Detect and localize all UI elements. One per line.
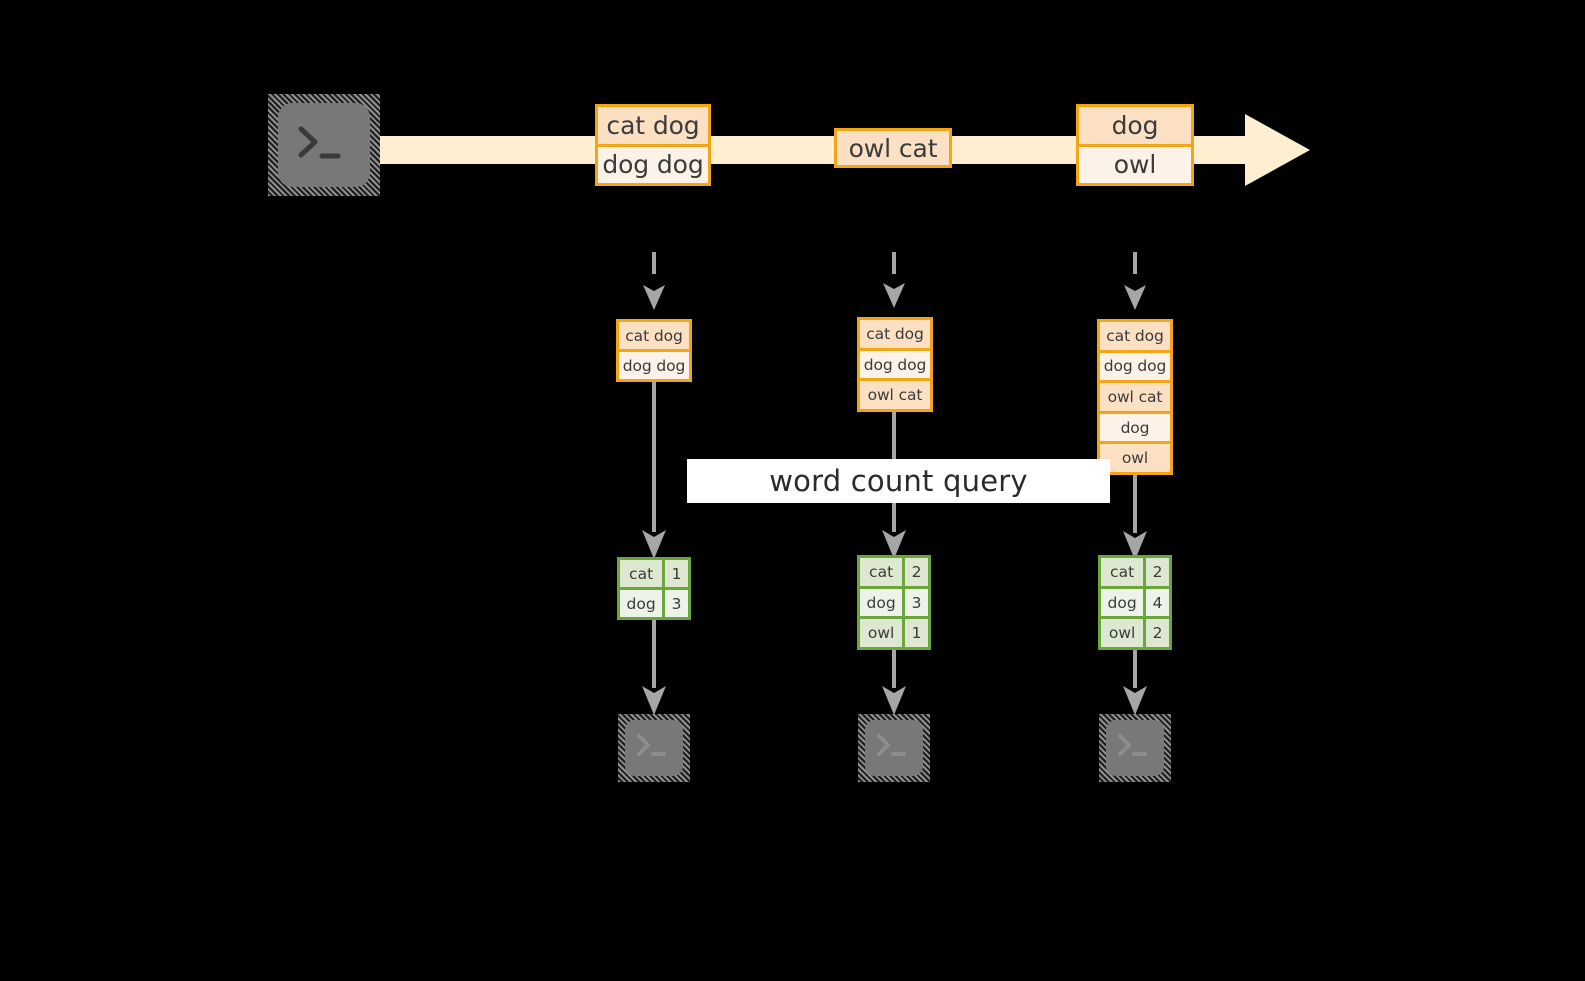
result-value: 3 xyxy=(902,588,928,617)
sink-arrow-1 xyxy=(642,620,666,715)
query-banner: word count query xyxy=(687,459,1110,503)
result-row: cat 2 xyxy=(860,558,928,586)
result-key: owl xyxy=(1101,619,1144,648)
input-table-row: dog xyxy=(1100,410,1170,442)
result-key: dog xyxy=(620,590,663,617)
sink-terminal-icon-1 xyxy=(618,714,690,782)
input-table-row: dog dog xyxy=(1100,349,1170,381)
stream-record-batch-1: cat dog dog dog xyxy=(595,104,711,186)
input-table-row: cat dog xyxy=(860,320,930,348)
stream-record-line: dog dog xyxy=(598,143,708,183)
input-table-row: cat dog xyxy=(1100,322,1170,350)
trigger-arrow-3 xyxy=(1124,252,1146,310)
query-banner-label: word count query xyxy=(769,464,1028,498)
result-value: 2 xyxy=(1143,619,1169,648)
stream-record-line: owl xyxy=(1079,143,1191,183)
input-table-1: cat dog dog dog xyxy=(616,319,692,382)
stream-record-batch-2: owl cat xyxy=(834,128,952,168)
result-key: cat xyxy=(1101,558,1144,586)
result-value: 2 xyxy=(902,558,928,586)
input-table-row: owl cat xyxy=(1100,380,1170,411)
stream-record-line: cat dog xyxy=(598,107,708,144)
result-row: owl 1 xyxy=(860,616,928,648)
result-row: dog 3 xyxy=(860,585,928,617)
result-value: 4 xyxy=(1143,588,1169,617)
trigger-arrow-1 xyxy=(643,252,665,310)
stream-record-line: dog xyxy=(1079,107,1191,144)
trigger-arrow-2 xyxy=(883,252,905,308)
result-value: 1 xyxy=(902,619,928,648)
result-key: cat xyxy=(860,558,903,586)
stream-record-line: owl cat xyxy=(837,131,949,165)
result-row: dog 4 xyxy=(1101,585,1169,617)
result-value: 3 xyxy=(662,590,688,617)
sink-terminal-icon-3 xyxy=(1099,714,1171,782)
result-value: 1 xyxy=(662,560,688,587)
result-table-1: cat 1 dog 3 xyxy=(617,557,691,620)
source-terminal-icon xyxy=(268,94,380,196)
result-row: cat 2 xyxy=(1101,558,1169,586)
result-key: cat xyxy=(620,560,663,587)
input-table-row: owl cat xyxy=(860,378,930,410)
input-table-row: cat dog xyxy=(619,322,689,349)
input-table-row: dog dog xyxy=(860,347,930,379)
input-table-row: dog dog xyxy=(619,349,689,379)
result-row: cat 1 xyxy=(620,560,688,587)
sink-arrow-3 xyxy=(1123,650,1147,715)
result-value: 2 xyxy=(1143,558,1169,586)
result-table-2: cat 2 dog 3 owl 1 xyxy=(857,555,931,650)
sink-terminal-icon-2 xyxy=(858,714,930,782)
result-key: owl xyxy=(860,619,903,648)
query-arrow-3 xyxy=(1123,475,1147,560)
result-key: dog xyxy=(860,588,903,617)
input-table-3: cat dog dog dog owl cat dog owl xyxy=(1097,319,1173,475)
input-table-row: owl xyxy=(1100,441,1170,472)
result-row: owl 2 xyxy=(1101,616,1169,648)
input-table-2: cat dog dog dog owl cat xyxy=(857,317,933,412)
result-table-3: cat 2 dog 4 owl 2 xyxy=(1098,555,1172,650)
result-row: dog 3 xyxy=(620,587,688,617)
sink-arrow-2 xyxy=(882,650,906,715)
query-arrow-1 xyxy=(642,382,666,559)
result-key: dog xyxy=(1101,588,1144,617)
stream-record-batch-3: dog owl xyxy=(1076,104,1194,186)
